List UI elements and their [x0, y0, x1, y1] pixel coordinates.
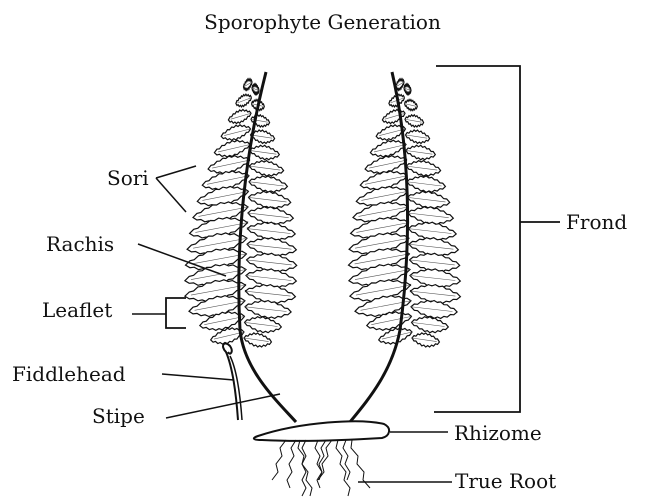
fiddlehead-leader: [162, 374, 234, 380]
root-strand: [298, 440, 312, 496]
label-leaflet: Leaflet: [42, 300, 112, 320]
sori-leader-2: [156, 178, 186, 212]
root-strand: [287, 440, 296, 488]
page-title: Sporophyte Generation: [0, 10, 645, 34]
right-frond: [349, 79, 461, 347]
sori-leader-1: [156, 166, 196, 178]
leaflet-bracket: [166, 298, 186, 328]
root-strand: [343, 440, 350, 480]
label-rachis: Rachis: [46, 234, 114, 254]
stipe-leader: [166, 394, 280, 418]
root-strand: [318, 440, 332, 480]
label-stipe: Stipe: [92, 406, 145, 426]
label-true-root: True Root: [455, 471, 556, 491]
fiddlehead-shape: [223, 344, 242, 420]
label-rhizome: Rhizome: [454, 423, 542, 443]
root-strand: [272, 440, 286, 480]
root-strand: [351, 440, 370, 488]
true-roots: [272, 440, 370, 496]
frond-bracket: [434, 66, 560, 412]
label-frond: Frond: [566, 212, 627, 232]
label-fiddlehead: Fiddlehead: [12, 364, 126, 384]
rhizome-shape: [254, 421, 389, 441]
label-sori: Sori: [107, 168, 149, 188]
